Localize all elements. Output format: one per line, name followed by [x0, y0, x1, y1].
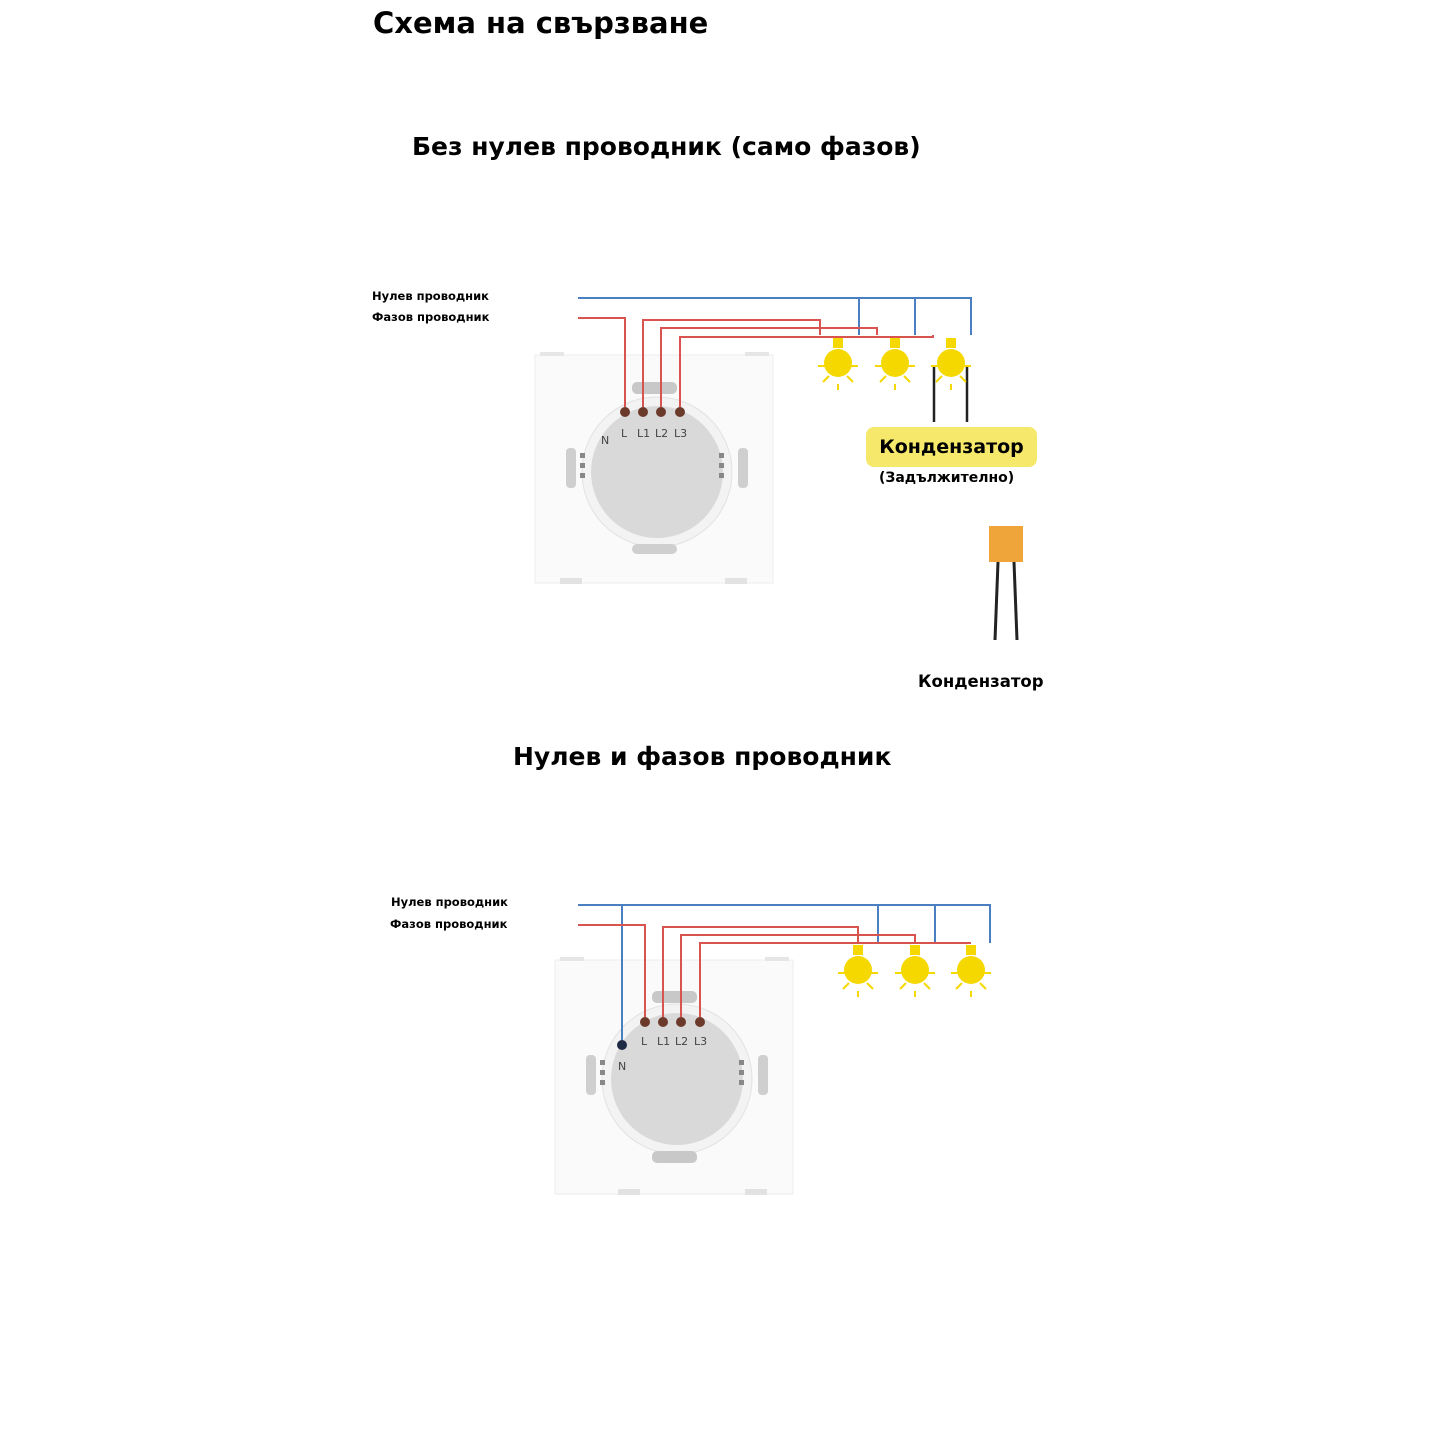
capacitor-required-note: (Задължително): [879, 470, 1015, 486]
terminal-block: N L L1 L2 L3: [601, 407, 687, 447]
phase-wire: [578, 924, 971, 1017]
terminal-label: L: [621, 427, 628, 440]
capacitor-leads: [932, 365, 969, 422]
capacitor-badge: Кондензатор: [866, 427, 1037, 467]
terminal-block: N L L1 L2 L3: [617, 1017, 707, 1073]
neutral-wire: [578, 904, 991, 1040]
section-title-with-neutral: Нулев и фазов проводник: [513, 742, 892, 771]
terminal-label: L1: [657, 1035, 670, 1048]
light-bulb-icon: [951, 945, 991, 997]
phase-wire-label: Фазов проводник: [372, 310, 490, 324]
switch-module-icon: [534, 352, 774, 584]
neutral-wire: [578, 297, 972, 335]
section-title-no-neutral: Без нулев проводник (само фазов): [412, 132, 921, 161]
capacitor-caption: Кондензатор: [918, 672, 1044, 691]
neutral-wire-label: Нулев проводник: [391, 895, 508, 909]
light-bulb-icon: [895, 945, 935, 997]
neutral-wire-label: Нулев проводник: [372, 289, 489, 303]
page-title: Схема на свързване: [373, 6, 709, 40]
light-bulb-icon: [931, 338, 971, 390]
wiring-diagram-with-neutral: N L L1 L2 L3: [554, 904, 991, 1195]
terminal-label: L2: [675, 1035, 688, 1048]
light-bulb-icon: [818, 338, 858, 390]
light-bulb-icon: [838, 945, 878, 997]
phase-wire: [578, 317, 934, 407]
terminal-label: L3: [694, 1035, 707, 1048]
terminal-label: L1: [637, 427, 650, 440]
wiring-diagram-no-neutral: N L L1 L2 L3: [534, 297, 1023, 641]
terminal-label: L3: [674, 427, 687, 440]
switch-module-icon: [554, 957, 794, 1195]
terminal-label: L2: [655, 427, 668, 440]
terminal-label: N: [601, 434, 609, 447]
light-bulb-icon: [875, 338, 915, 390]
capacitor-icon: [989, 526, 1023, 641]
terminal-label: N: [618, 1060, 626, 1073]
phase-wire-label: Фазов проводник: [390, 917, 508, 931]
terminal-label: L: [641, 1035, 648, 1048]
